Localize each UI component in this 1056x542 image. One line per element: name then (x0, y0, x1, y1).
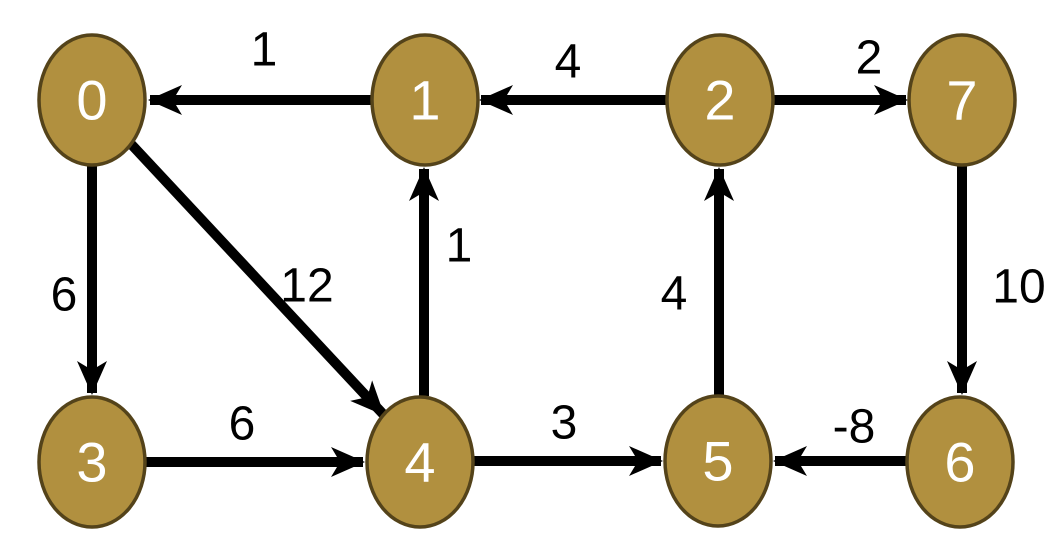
node-label-0: 0 (76, 69, 107, 132)
node-label-6: 6 (944, 431, 975, 494)
edge-weight-5-to-2: 4 (661, 268, 688, 321)
edge-weight-1-to-0: 1 (251, 24, 278, 77)
node-ellipse-0 (37, 33, 147, 167)
graph-node-6: 6 (905, 395, 1015, 529)
edge-0-to-4 (127, 140, 387, 418)
node-ellipse-2 (665, 33, 775, 167)
graph-node-1: 1 (370, 33, 480, 167)
node-ellipse-1 (370, 33, 480, 167)
edge-weight-3-to-4: 6 (229, 398, 256, 451)
edge-weight-2-to-1: 4 (555, 36, 582, 89)
node-ellipse-7 (907, 33, 1017, 167)
node-label-2: 2 (704, 69, 735, 132)
graph-node-5: 5 (663, 394, 773, 528)
graph-node-7: 7 (907, 33, 1017, 167)
node-ellipse-5 (663, 394, 773, 528)
edge-weight-2-to-7: 2 (856, 32, 883, 85)
graph-node-2: 2 (665, 33, 775, 167)
graph-node-3: 3 (37, 395, 147, 529)
node-label-5: 5 (702, 430, 733, 493)
node-label-4: 4 (404, 431, 435, 494)
node-label-3: 3 (76, 431, 107, 494)
edge-weight-7-to-6: 10 (992, 261, 1045, 314)
edge-weight-6-to-5: -8 (833, 401, 876, 454)
node-label-7: 7 (946, 69, 977, 132)
edge-weight-0-to-4: 12 (280, 260, 333, 313)
graph-node-0: 0 (37, 33, 147, 167)
edge-layer (77, 85, 977, 477)
edge-weight-0-to-3: 6 (51, 269, 78, 322)
edge-weight-4-to-1: 1 (446, 220, 473, 273)
node-ellipse-6 (905, 395, 1015, 529)
node-ellipse-4 (365, 395, 475, 529)
edge-weight-4-to-5: 3 (551, 397, 578, 450)
graph-node-4: 4 (365, 395, 475, 529)
node-ellipse-3 (37, 395, 147, 529)
node-label-1: 1 (409, 69, 440, 132)
